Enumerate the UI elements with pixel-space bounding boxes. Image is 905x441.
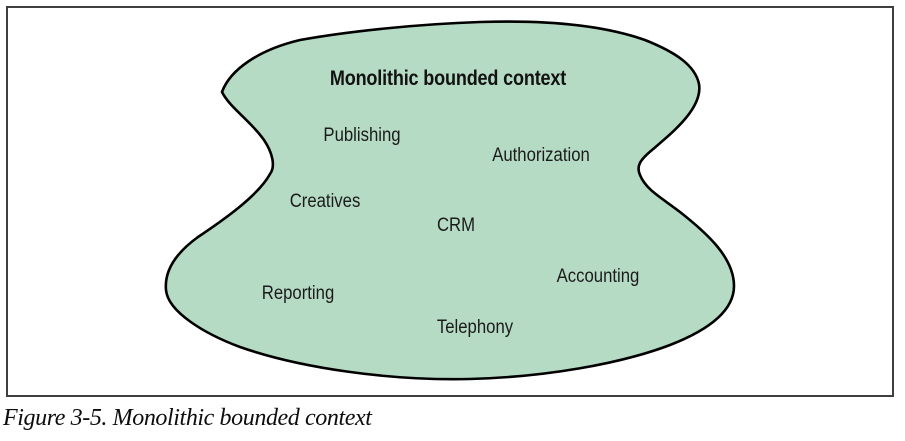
- blob-title: Monolithic bounded context: [329, 67, 567, 90]
- bounded-context-blob: [164, 20, 736, 381]
- module-label-reporting: Reporting: [261, 283, 335, 304]
- module-label-creatives: Creatives: [289, 191, 361, 212]
- figure-caption: Figure 3-5. Monolithic bounded context: [3, 405, 372, 431]
- module-label-publishing: Publishing: [323, 125, 401, 146]
- module-label-telephony: Telephony: [436, 317, 514, 338]
- module-label-accounting: Accounting: [556, 266, 640, 287]
- module-label-authorization: Authorization: [492, 145, 590, 166]
- module-label-crm: CRM: [436, 215, 476, 236]
